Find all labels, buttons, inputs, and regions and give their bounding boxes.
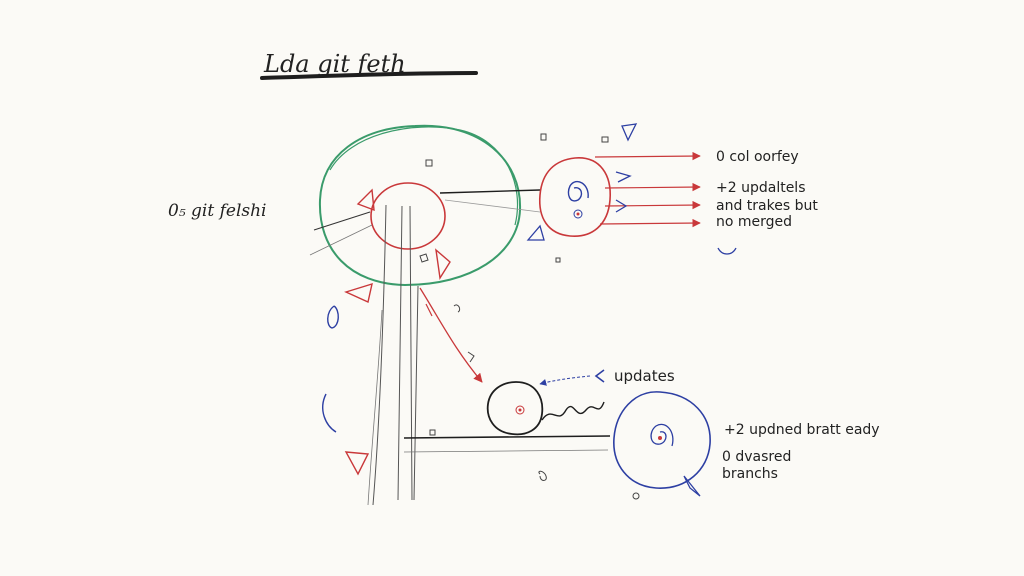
diverged-label-2: branchs [722, 466, 778, 482]
updated-branch-circle [613, 391, 711, 489]
blue-pen-icon [683, 475, 701, 497]
diverged-label-1: 0 dvasred [722, 449, 791, 465]
branch-line-vertical [372, 204, 419, 506]
updated-branch-label: +2 updned bratt eady [724, 422, 880, 438]
scribble-marks [419, 133, 640, 500]
red-triangle-marker [344, 282, 373, 303]
fetch-line-2 [444, 199, 541, 213]
red-triangle-marker [344, 451, 370, 476]
spiral-icon [567, 180, 589, 202]
local-circle [370, 182, 446, 250]
tracking-circle [538, 157, 611, 237]
fetch-line [439, 189, 541, 194]
tick-mark [425, 303, 433, 317]
blue-chevron-icon [594, 369, 605, 383]
remote-circle-second-stroke [329, 126, 519, 226]
pointer-line [313, 211, 371, 231]
arrow-updates-1 [604, 182, 701, 192]
squiggle-line [541, 401, 605, 421]
branch-line-vertical-2 [367, 309, 383, 506]
merge-line-2 [403, 449, 609, 453]
arrow-updates-2 [604, 200, 701, 210]
git-fetch-label: 0₅ git felshi [168, 201, 267, 221]
node-dot [573, 209, 583, 219]
blue-flag-icon [621, 123, 638, 142]
title-underline [260, 71, 478, 80]
colorfy-label: 0 col oorfey [716, 149, 799, 165]
blue-chevron-icon [615, 199, 628, 213]
spiral-icon [650, 423, 674, 447]
pointer-line-2 [309, 224, 373, 256]
blue-curl-icon [717, 247, 737, 255]
red-triangle-marker [356, 188, 375, 212]
arrow-to-local [419, 287, 483, 383]
blue-loop-icon [327, 305, 339, 329]
blue-chevron-icon [615, 171, 632, 183]
merge-line [403, 435, 611, 439]
updates-arrow [539, 375, 591, 386]
blue-loop-icon [322, 393, 337, 433]
updates-tracks-label-1: +2 updaltels [716, 180, 806, 196]
updates-tracks-label-3: no merged [716, 214, 792, 230]
arrow-updates-3 [599, 218, 701, 228]
arrow-colorfy [594, 151, 701, 161]
blue-flag-icon [526, 224, 545, 241]
updates-label: updates [614, 367, 675, 385]
local-branch-circle [486, 381, 544, 436]
updates-tracks-label-2: and trakes but [716, 198, 818, 214]
red-triangle-marker [435, 248, 451, 280]
